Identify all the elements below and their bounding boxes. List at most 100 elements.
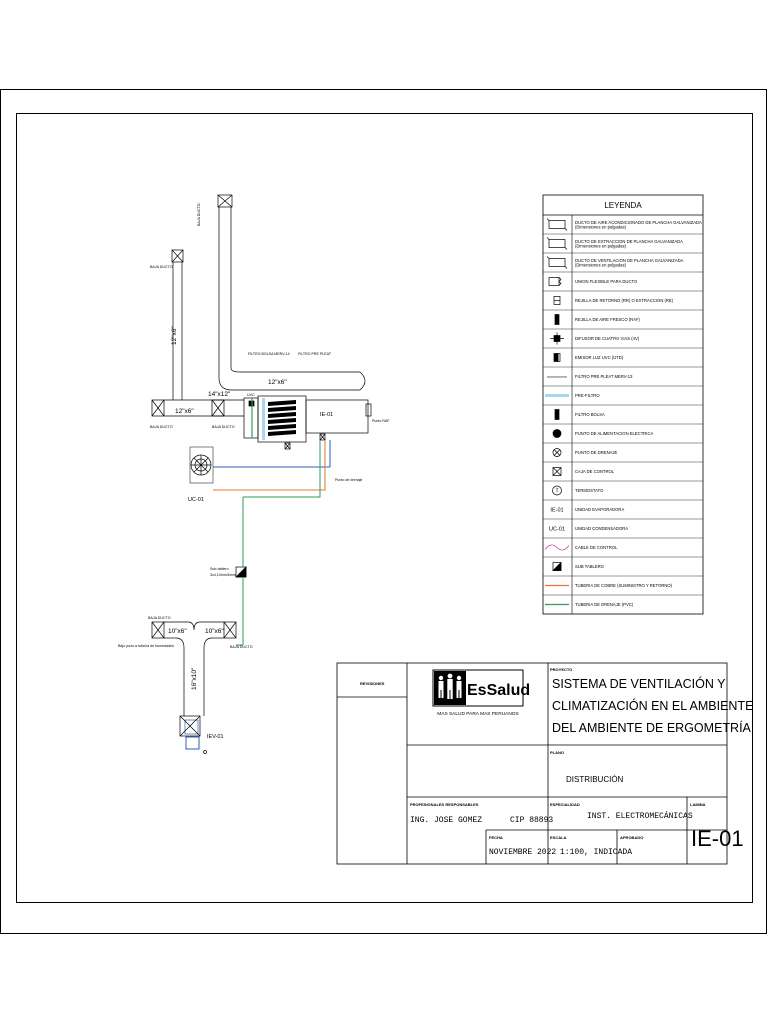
evaporator-tag: IE-01 [320, 412, 333, 418]
sheet-value: IE-01 [691, 826, 744, 851]
project-line-3: DEL AMBIENTE DE ERGOMETRÍA [552, 720, 752, 735]
plan-value: DISTRIBUCIÓN [566, 775, 624, 784]
dim-label: 14"x12" [208, 391, 231, 398]
drawing-sheet-border [0, 89, 767, 934]
thermostat-icon: T [552, 485, 562, 496]
legend-item-label: CAJA DE CONTROL [575, 469, 615, 474]
note-label: BAJA DUCTO [148, 616, 171, 620]
legend-item-label: DUCTO DE AIRE ACONDICIONADO DE PLANCHA G… [575, 220, 702, 225]
legend-item: DUCTO DE VENTILACION DE PLANCHA GALVANIZ… [543, 252, 703, 269]
engineer-name: ING. JOSE GOMEZ [410, 816, 482, 825]
dim-label: 10"x6" [168, 628, 187, 635]
pre-filter-merv-icon: XXXXXXXXXX [547, 375, 567, 379]
legend-item-label: EMISOR LUZ UVC (UTD) [575, 355, 624, 360]
legend-item-label: TUBERIA DE DRENAJE (PVC) [575, 602, 634, 607]
condenser-unit [189, 446, 214, 484]
evaporator-icon: IE-01 [550, 508, 563, 514]
note-label: Bajo pozo a tubería de humedades [118, 644, 174, 648]
bag-filter-icon [554, 409, 560, 420]
duct-lower [151, 621, 237, 754]
legend-item-label: TUBERIA DE COBRE (SUMINISTRO Y RETORNO) [575, 583, 673, 588]
legend-item-sublabel: (Dimensiones en pulgadas) [575, 244, 627, 249]
legend-item: DIFUSOR DE CUATRO VIAS (4V) [543, 328, 703, 345]
legend-item-label: TERMOSTATO [575, 488, 604, 493]
four-way-diffuser-icon [550, 332, 564, 345]
condenser-tag: UC-01 [188, 497, 204, 503]
legend-item-label: PRE-FILTRO [575, 393, 600, 398]
legend-item-label: DUCTO DE EXTRACCION DE PLANCHA GALVANIZA… [575, 239, 683, 244]
engineer-cip: CIP 88893 [510, 816, 553, 825]
legend-item-label: REJILLA DE RETORNO (RR) O EXTRACCION (RE… [575, 298, 674, 303]
legend-item: CAJA DE CONTROL [543, 461, 703, 476]
legend-item: UNION FLEXIBLE PARA DUCTO [543, 271, 703, 286]
legend-item-label: UNIDAD EVAPORADORA [575, 507, 624, 512]
svg-text:IE-01: IE-01 [550, 508, 563, 514]
svg-text:XXXXXXXXXX: XXXXXXXXXX [547, 375, 567, 379]
dim-label: 12"x6" [268, 379, 287, 386]
plan-labels: 12"x6" 12"x6" 14"x12" 12"x6" 10"x6" 10"x… [118, 203, 390, 740]
legend-item-label: FILTRO BOLSA [575, 412, 605, 417]
fresh-air-grille-icon [554, 314, 560, 325]
dim-label: 12"x6" [175, 408, 194, 415]
logo-name: EsSalud [467, 682, 530, 699]
note-label: Sub-tablero [210, 567, 229, 571]
legend-item: UC-01 UNIDAD CONDENSADORA [543, 518, 703, 533]
project-line-1: SISTEMA DE VENTILACIÓN Y [552, 676, 726, 691]
evaporator-unit [305, 399, 372, 441]
duct-ac-icon [546, 218, 568, 231]
responsible-label: PROFESIONALES RESPONSABLES [410, 802, 479, 807]
filter-section [243, 395, 307, 450]
condenser-icon: UC-01 [549, 527, 565, 533]
legend-item: DUCTO DE AIRE ACONDICIONADO DE PLANCHA G… [546, 218, 702, 231]
legend-item: PRE-FILTRO [543, 385, 703, 398]
note-label: BAJA DUCTO [150, 265, 173, 269]
legend-item-sublabel: (Dimensiones en pulgadas) [575, 263, 627, 268]
legend-item-label: UNIDAD CONDENSADORA [575, 526, 628, 531]
title-block-text: REVISIONES EsSalud MAS SALUD PARA MAS PE… [360, 667, 753, 857]
control-box-icon [552, 467, 562, 476]
approved-label: APROBADO [620, 835, 643, 840]
legend-item: TUBERIA DE DRENAJE (PVC) [543, 594, 703, 607]
note-label: Punto RAF [372, 419, 390, 423]
legend-item-label: UNION FLEXIBLE PARA DUCTO [575, 279, 638, 284]
note-label: BAJA DUCTO [197, 203, 201, 226]
extractor-tag: IEV-01 [207, 734, 224, 740]
note-label: BAJA DUCTO [230, 645, 253, 649]
dim-label: 16"x10" [191, 667, 198, 690]
legend-item-label: FILTRO PRE PLEAT MERV-13 [575, 374, 633, 379]
legend-item: PUNTO DE ALIMENTACION ELECTRICA [543, 423, 703, 438]
specialty-value: INST. ELECTROMECÁNICAS [587, 812, 693, 821]
essalud-logo: EsSalud MAS SALUD PARA MAS PERUANOS [432, 669, 530, 717]
specialty-label: ESPECIALIDAD [550, 802, 580, 807]
legend-item: SUB TABLERO [543, 556, 703, 571]
legend-item: FILTRO BOLSA [543, 404, 703, 420]
legend-item: REJILLA DE RETORNO (RR) O EXTRACCION (RE… [543, 290, 703, 305]
legend-item: XXXXXXXXXX FILTRO PRE PLEAT MERV-13 [543, 366, 703, 379]
legend-item: T TERMOSTATO [543, 480, 703, 496]
date-label: FECHA [489, 835, 503, 840]
sub-panel-icon [552, 561, 562, 571]
project-line-2: CLIMATIZACIÓN EN EL AMBIENTE [552, 698, 753, 713]
svg-text:T: T [555, 489, 558, 495]
legend-item-label: CABLE DE CONTROL [575, 545, 618, 550]
legend-rows: DUCTO DE AIRE ACONDICIONADO DE PLANCHA G… [543, 218, 703, 607]
drawing-frame [16, 113, 753, 903]
legend-table: LEYENDA DUCTO DE AIRE ACONDICIONADO DE P… [542, 194, 704, 615]
legend-item: REJILLA DE AIRE FRESCO (RAF) [543, 309, 703, 325]
sub-panel [235, 566, 247, 578]
legend-item: EMISOR LUZ UVC (UTD) [543, 347, 703, 362]
pipes [213, 440, 331, 646]
svg-text:UC-01: UC-01 [549, 527, 565, 533]
scale-label: ESCALA [550, 835, 567, 840]
scale-value: 1:100, INDICADA [560, 848, 632, 857]
hvac-plan [151, 194, 372, 754]
legend-item: DUCTO DE EXTRACCION DE PLANCHA GALVANIZA… [543, 233, 703, 250]
note-label: FILTRO PRE PLEAT [298, 352, 332, 356]
duct-extraction-icon [546, 237, 568, 250]
plan-label: PLANO [550, 750, 564, 755]
legend-item-label: DUCTO DE VENTILACION DE PLANCHA GALVANIZ… [575, 258, 684, 263]
dim-label: 12"x6" [171, 326, 178, 345]
drain-point-icon [552, 448, 562, 457]
legend-item-label: PUNTO DE DRENAJE [575, 450, 617, 455]
